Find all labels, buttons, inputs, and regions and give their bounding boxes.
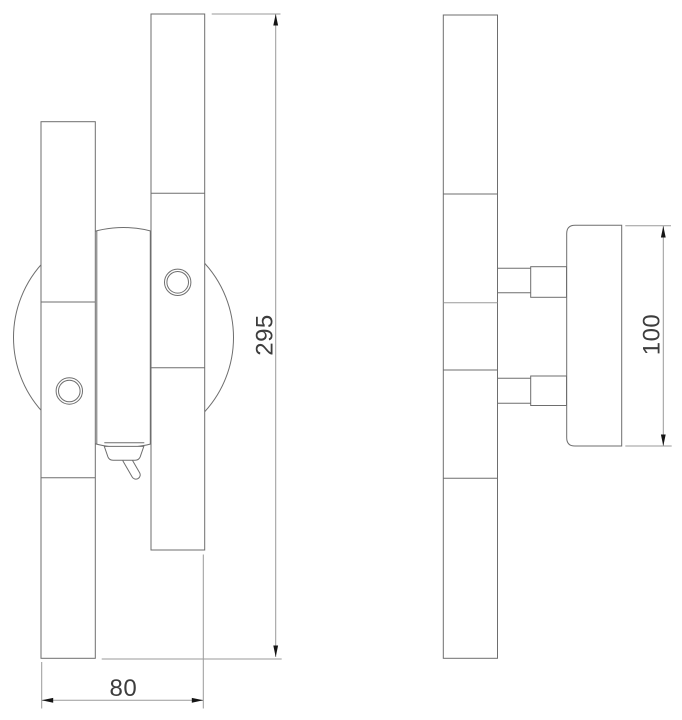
width-dimension-label: 80: [110, 675, 138, 702]
screw-lower: [55, 377, 84, 405]
dimension-width: 80: [41, 554, 204, 709]
height-dimension-label: 295: [252, 314, 279, 356]
dimension-backplate-height: 100: [625, 225, 672, 447]
side-view: 100: [442, 14, 672, 659]
backplate-dimension-label: 100: [639, 314, 666, 356]
screw-lower-inner: [58, 379, 81, 403]
screw-upper-inner: [166, 271, 189, 294]
arrowhead-up: [660, 226, 666, 238]
screw-upper: [164, 268, 192, 296]
dimension-height: 295: [101, 13, 282, 660]
center-stem: [96, 230, 151, 444]
screw-lower-outer: [55, 377, 84, 405]
arm-upper-hub: [530, 266, 568, 298]
mount-arm-upper: [497, 266, 568, 298]
wall-backplate: [566, 224, 623, 447]
arrowhead-right: [191, 697, 204, 703]
arrowhead-left: [41, 697, 54, 703]
toggle-switch: [103, 442, 145, 480]
front-view: 295 80: [13, 13, 282, 709]
arm-lower-hub: [530, 375, 568, 406]
side-tube: [442, 14, 498, 659]
side-tube-body: [442, 14, 498, 659]
arrowhead-down: [660, 434, 666, 446]
arrowhead-down: [273, 645, 279, 657]
toggle-base: [103, 445, 145, 461]
arrowhead-up: [273, 14, 279, 26]
screw-upper-outer: [164, 268, 192, 296]
mount-arm-lower: [497, 375, 568, 406]
